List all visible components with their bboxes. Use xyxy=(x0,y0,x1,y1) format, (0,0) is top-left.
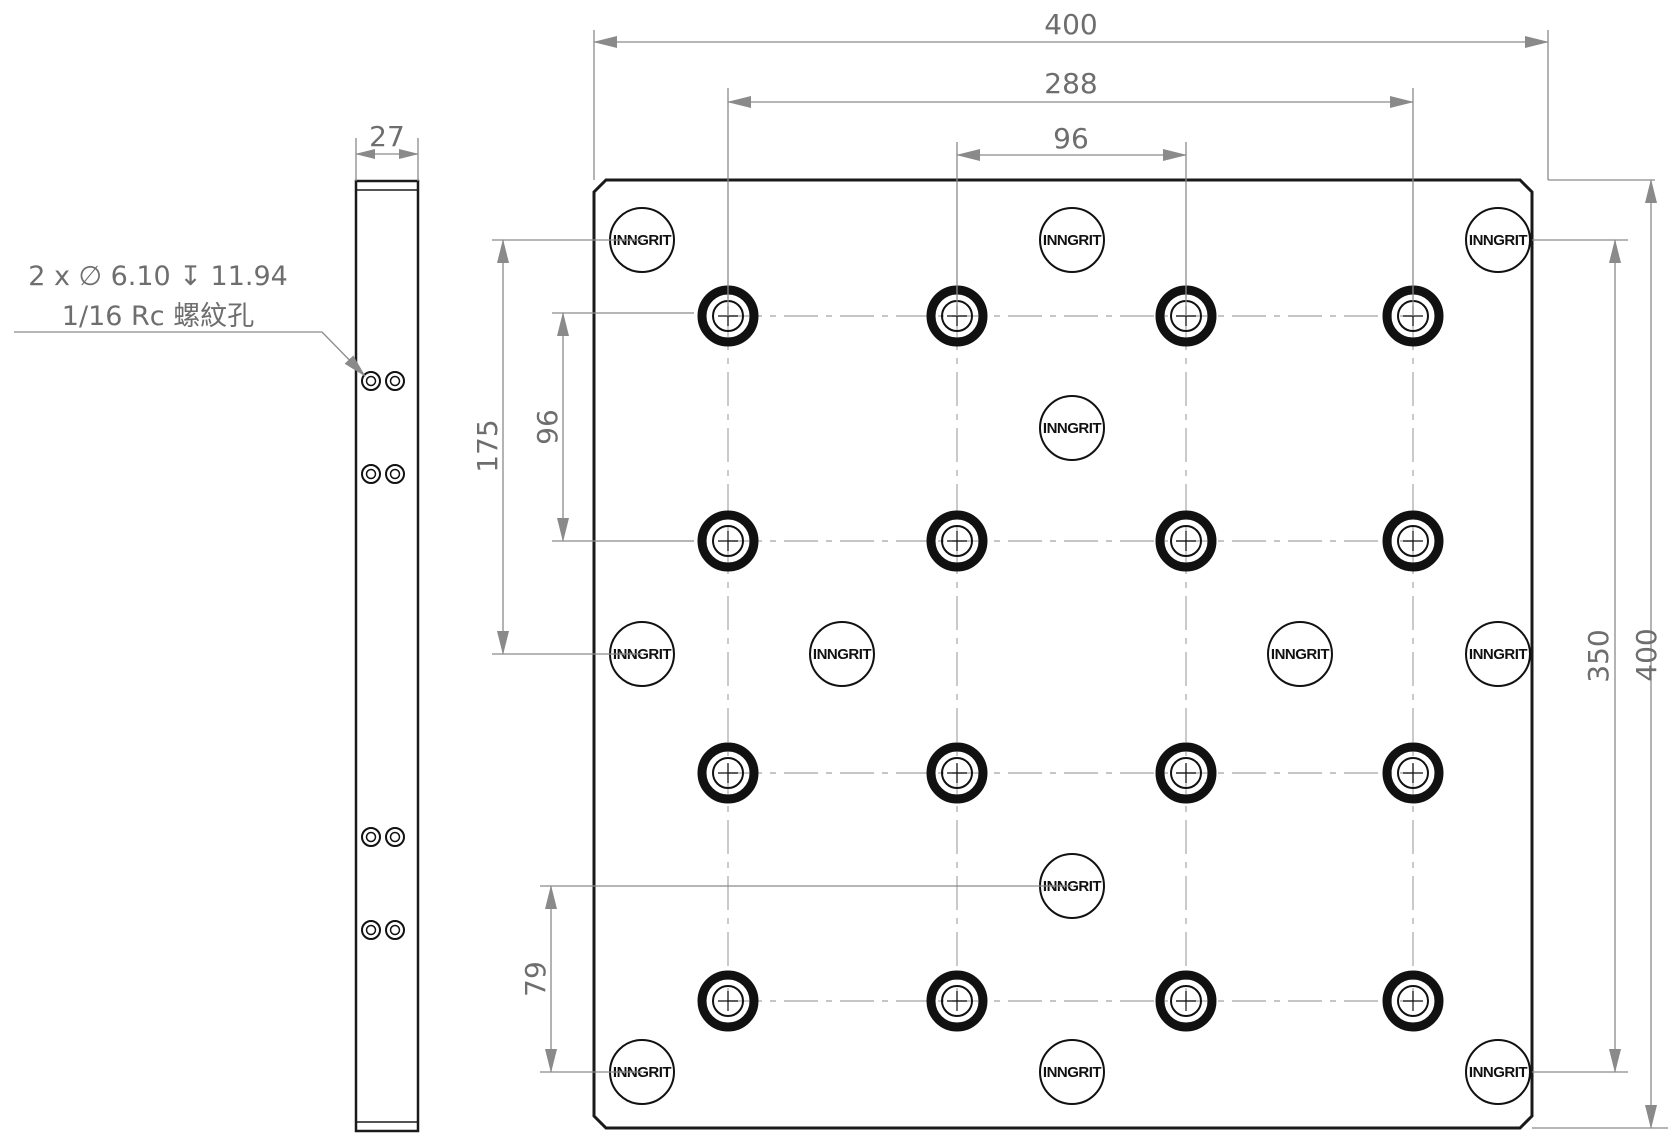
dimension-left-96: 96 xyxy=(531,312,694,542)
counterbore-hole xyxy=(1382,510,1444,572)
counterbore-hole xyxy=(1155,510,1217,572)
brand-circle: INNGRIT xyxy=(1039,207,1105,273)
hole-note-line1: 2 x ∅ 6.10 ↧ 11.94 xyxy=(28,261,288,292)
brand-logo-text: INNGRIT xyxy=(613,646,672,663)
plate-outline xyxy=(592,178,1534,1130)
brand-circle: INNGRIT xyxy=(1039,395,1105,461)
threaded-hole xyxy=(385,371,405,391)
brand-circle: INNGRIT xyxy=(1465,621,1531,687)
centerlines xyxy=(727,315,1414,1002)
hole-note-leader xyxy=(14,331,366,377)
counterbore-hole xyxy=(1155,742,1217,804)
threaded-hole xyxy=(361,827,381,847)
counterbore-hole xyxy=(1155,970,1217,1032)
brand-logo-text: INNGRIT xyxy=(1043,878,1102,895)
counterbore-hole xyxy=(697,742,759,804)
brand-logo-text: INNGRIT xyxy=(1043,1064,1102,1081)
left-175-label: 175 xyxy=(471,419,504,472)
threaded-hole xyxy=(385,920,405,940)
brand-logo-text: INNGRIT xyxy=(1469,1064,1528,1081)
counterbore-hole xyxy=(926,970,988,1032)
top-middle-label: 288 xyxy=(1044,67,1097,100)
right-inner-label: 350 xyxy=(1582,629,1615,682)
side-view xyxy=(354,179,420,1133)
left-96-label: 96 xyxy=(531,409,564,445)
dimension-left-175: 175 xyxy=(471,239,642,655)
threaded-hole xyxy=(385,464,405,484)
front-view: INNGRIT INNGRIT INNGRIT INNGRIT INNGRIT INNGR… xyxy=(592,178,1534,1130)
brand-circle: INNGRIT xyxy=(1465,207,1531,273)
dimension-right-outer: 400 xyxy=(1532,179,1668,1129)
counterbore-hole xyxy=(697,970,759,1032)
counterbore-hole xyxy=(926,510,988,572)
top-inner-label: 96 xyxy=(1053,122,1089,155)
right-outer-label: 400 xyxy=(1630,628,1663,681)
dimension-side-thickness: 27 xyxy=(355,120,419,181)
counterbore-hole xyxy=(697,510,759,572)
side-threaded-holes xyxy=(361,371,405,940)
brand-logo-text: INNGRIT xyxy=(1469,232,1528,249)
brand-circle: INNGRIT xyxy=(1039,1039,1105,1105)
hole-callout: 2 x ∅ 6.10 ↧ 11.94 1/16 Rc 螺紋孔 xyxy=(14,261,366,377)
top-overall-label: 400 xyxy=(1044,8,1097,41)
dimension-top-overall: 400 xyxy=(593,8,1655,181)
counterbore-hole xyxy=(1382,970,1444,1032)
threaded-hole xyxy=(361,371,381,391)
brand-logo-text: INNGRIT xyxy=(813,646,872,663)
threaded-hole xyxy=(361,920,381,940)
side-view-outline xyxy=(354,179,420,1133)
hole-note-line2: 1/16 Rc 螺紋孔 xyxy=(62,301,254,332)
dimension-right-inner: 350 xyxy=(1532,239,1628,1073)
brand-logo-text: INNGRIT xyxy=(1469,646,1528,663)
brand-circle: INNGRIT xyxy=(809,621,875,687)
threaded-hole xyxy=(361,464,381,484)
brand-logo-text: INNGRIT xyxy=(613,1064,672,1081)
side-thickness-label: 27 xyxy=(369,120,405,153)
dimension-top-middle: 288 xyxy=(727,67,1414,316)
dimension-left-79: 79 xyxy=(519,885,1072,1073)
brand-circle: INNGRIT xyxy=(1465,1039,1531,1105)
left-79-label: 79 xyxy=(519,961,552,997)
brand-circle: INNGRIT xyxy=(1267,621,1333,687)
brand-circles: INNGRIT INNGRIT INNGRIT INNGRIT INNGRIT INNGR… xyxy=(609,207,1531,1105)
brand-logo-text: INNGRIT xyxy=(1043,420,1102,437)
dimension-top-inner: 96 xyxy=(956,122,1187,316)
threaded-hole xyxy=(385,827,405,847)
counterbore-hole xyxy=(926,742,988,804)
brand-logo-text: INNGRIT xyxy=(1043,232,1102,249)
counterbore-hole xyxy=(1382,742,1444,804)
brand-logo-text: INNGRIT xyxy=(613,232,672,249)
brand-logo-text: INNGRIT xyxy=(1271,646,1330,663)
